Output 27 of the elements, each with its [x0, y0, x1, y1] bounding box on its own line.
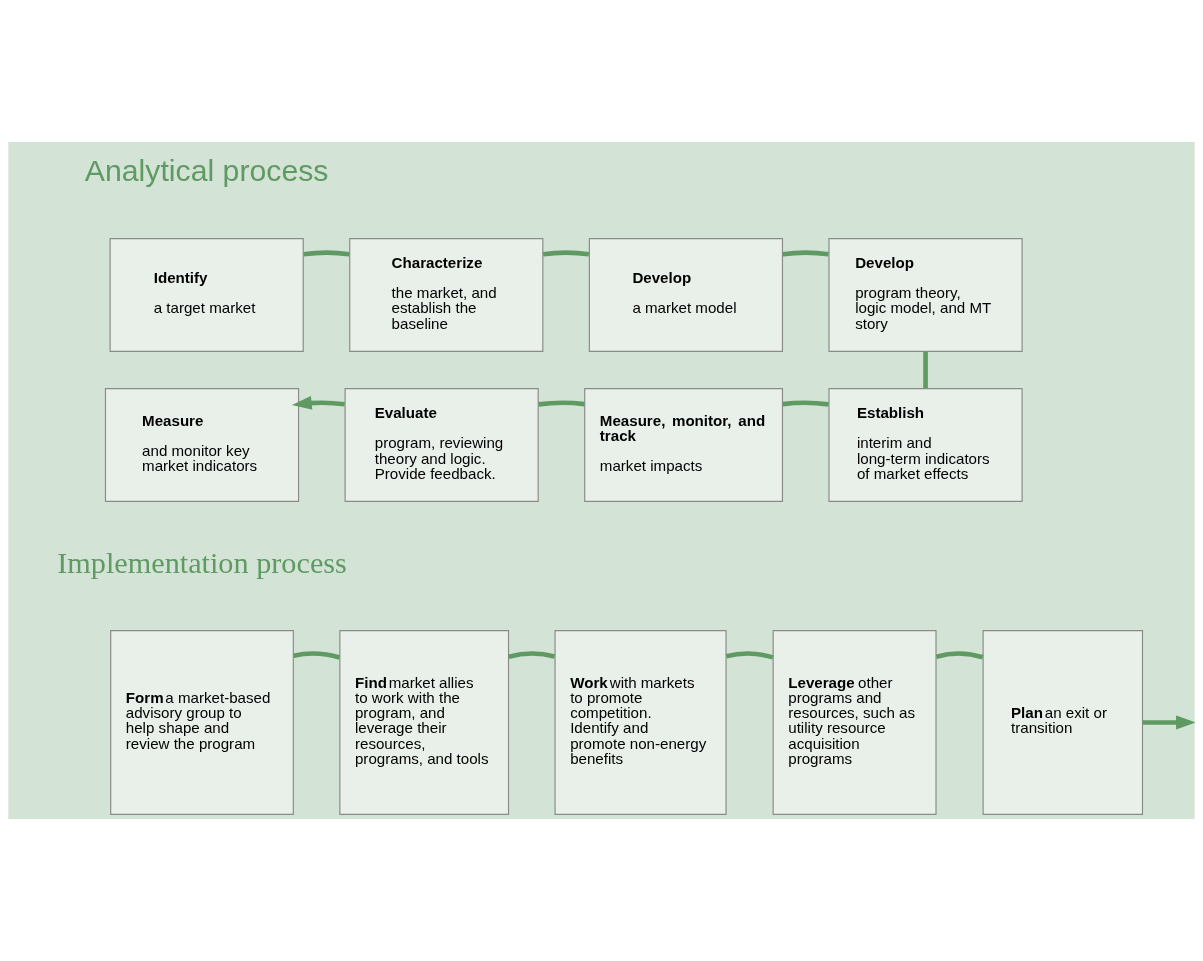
arrow: [1142, 715, 1195, 730]
connector: [508, 651, 556, 660]
label: Implementation process: [57, 546, 347, 581]
connector: [923, 351, 928, 389]
node-box: Measure and monitor key market indicators: [104, 388, 300, 502]
node-box: Establish interim and long-term indicators of market effects: [828, 388, 1023, 502]
node-box: Plan an exit or transition: [982, 629, 1144, 815]
node-box: Develop a market model: [588, 237, 784, 352]
connector: [935, 651, 984, 660]
connector: [725, 651, 774, 660]
connector: [538, 400, 585, 407]
node-box: Leverage other programs and resources, such as utility resource acquisition programs: [772, 629, 937, 815]
node-box: Characterize the market, and establish the baseline: [349, 237, 544, 352]
node-box: Identify a target market: [109, 237, 304, 352]
node-box: Measure, monitor, and track market impacts: [584, 388, 784, 502]
node-box: Develop program theory, logic model, and MT story: [828, 237, 1023, 352]
connector: [542, 250, 590, 257]
connector: [782, 250, 829, 257]
node-box: Form a market-based advisory group to help shape and review the program: [110, 629, 294, 815]
label: Analytical process: [84, 154, 329, 188]
node-box: Workwith markets to promote competition. Identify and promote non-energy benefits: [554, 629, 727, 815]
arrow: [291, 396, 345, 410]
connector: [782, 400, 829, 407]
node-box: Find market allies to work with the program, and leverage their resources, programs, and tools: [339, 629, 510, 815]
connector: [293, 651, 341, 660]
node-box: Evaluate program, reviewing theory and logic. Provide feedback.: [344, 388, 539, 502]
connector: [303, 250, 350, 257]
